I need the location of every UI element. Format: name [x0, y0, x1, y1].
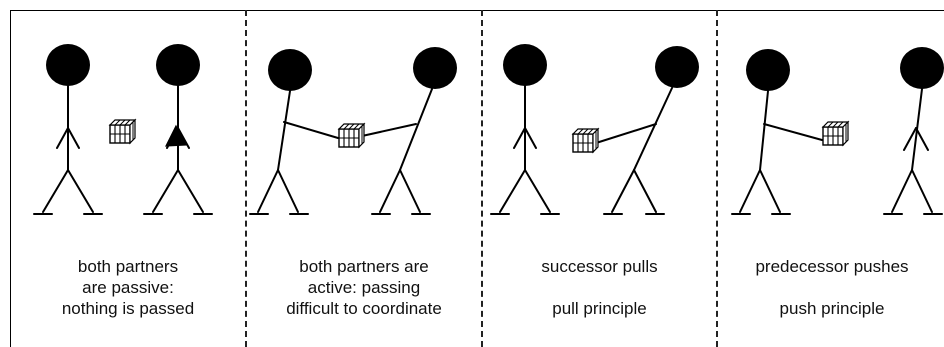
stick-figure-predecessor-pull: [490, 44, 560, 215]
caption-panel-pull: successor pulls: [541, 257, 658, 276]
panel-divider-3: [716, 10, 718, 347]
package-icon-push: [822, 121, 849, 146]
caption-panel-push: predecessor pushes: [755, 257, 909, 276]
package-icon-passive: [109, 119, 136, 144]
frame-left-border: [10, 10, 11, 347]
stick-figure-predecessor-active: [249, 49, 339, 215]
wedge-arrow-icon: [165, 124, 187, 147]
package-icon-pull: [572, 128, 599, 153]
subcaption-panel-push: push principle: [779, 299, 885, 318]
subcaption-panel-pull: pull principle: [552, 299, 647, 318]
panel-divider-1: [245, 10, 247, 347]
stick-figure-successor-pull: [595, 46, 699, 215]
panel-divider-2: [481, 10, 483, 347]
frame-top-border: [10, 10, 944, 11]
caption-panel-passive: both partners are passive: nothing is pa…: [61, 257, 195, 318]
stick-figure-predecessor-passive: [33, 44, 103, 215]
caption-panel-active: both partners are active: passing diffic…: [286, 257, 442, 318]
stick-figure-successor-passive: [143, 44, 213, 215]
stick-figure-successor-push: [883, 47, 944, 215]
stick-figure-successor-active: [361, 47, 457, 215]
stick-figure-predecessor-push: [731, 49, 823, 215]
package-icon-active: [338, 123, 365, 148]
